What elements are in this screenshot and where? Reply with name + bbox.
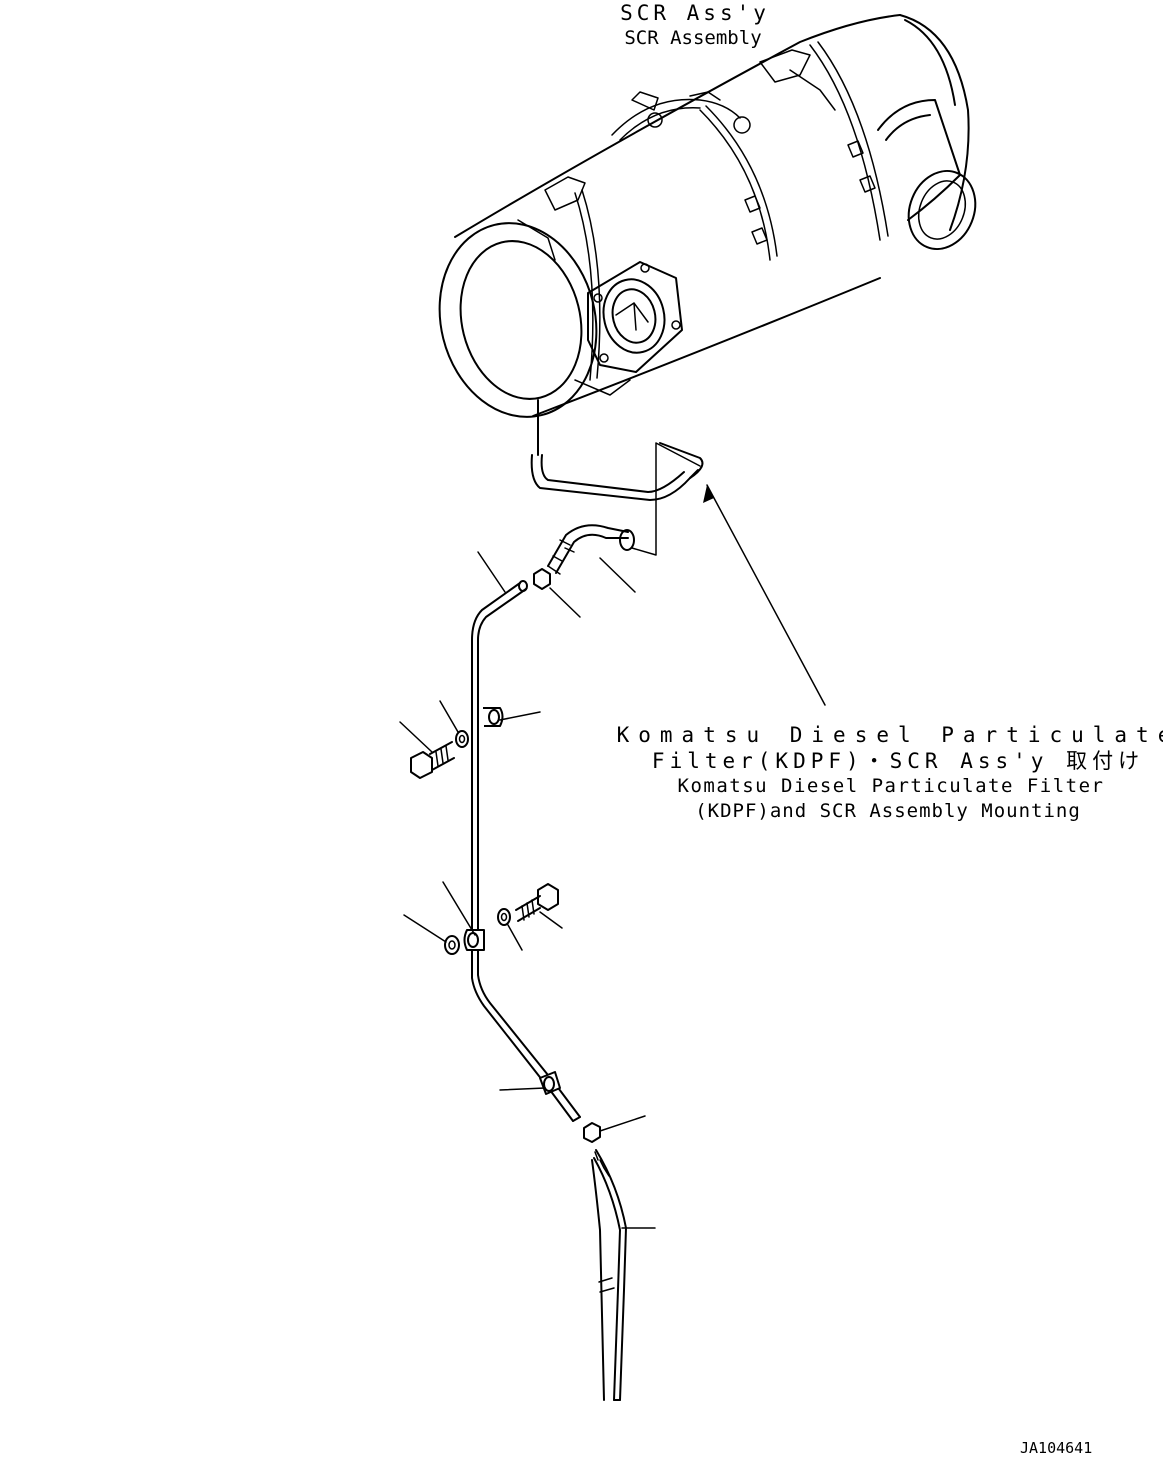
leader-line-clamp-lower (499, 1087, 546, 1091)
leader-line-hose (599, 557, 636, 593)
leader-line-washer-lower-right (507, 924, 523, 951)
leader-line-washer-upper (439, 700, 459, 733)
mounting-reference-outline (631, 442, 701, 556)
clamp-upper[interactable] (483, 707, 504, 727)
drain-pipe[interactable] (471, 580, 581, 1122)
drawing-number: JA104641 (1020, 1439, 1092, 1457)
bolt-upper[interactable] (410, 741, 455, 779)
mounting-label-ja-line2: Filter(KDPF)・SCR Ass'y 取付け (652, 749, 1144, 773)
upper-drain-tube[interactable] (530, 399, 704, 501)
leader-line-bolt-lower (539, 911, 563, 929)
leader-line-nut-upper (549, 587, 581, 618)
nut-upper[interactable] (533, 568, 551, 590)
leader-line-bolt-upper (399, 721, 433, 753)
leader-line-washer-lower-left (403, 914, 447, 943)
scr-assembly[interactable] (420, 14, 987, 434)
leader-line-nut-lower (599, 1115, 646, 1132)
hose-lower[interactable] (591, 1149, 627, 1401)
mounting-label-ja-line1: Komatsu Diesel Particulate (617, 723, 1163, 747)
mounting-label-en-line2: (KDPF)and SCR Assembly Mounting (695, 800, 1081, 822)
scr-assembly-label-en: SCR Assembly (624, 27, 761, 49)
mounting-label-en-line1: Komatsu Diesel Particulate Filter (678, 775, 1105, 797)
leader-line-clamp-middle (442, 881, 476, 936)
washer-upper[interactable] (455, 730, 469, 748)
mounting-reference-leader (703, 484, 826, 706)
bolt-lower[interactable] (515, 883, 559, 922)
leader-line-clamp-upper (499, 711, 541, 721)
nut-lower[interactable] (583, 1122, 601, 1143)
scr-assembly-label-ja: SCR Ass'y (620, 1, 770, 25)
washer-lower-left[interactable] (444, 935, 460, 955)
washer-lower-right[interactable] (497, 908, 511, 926)
hose-elbow[interactable] (547, 524, 635, 575)
leader-line-pipe (477, 551, 506, 593)
clamp-lower[interactable] (539, 1071, 561, 1095)
